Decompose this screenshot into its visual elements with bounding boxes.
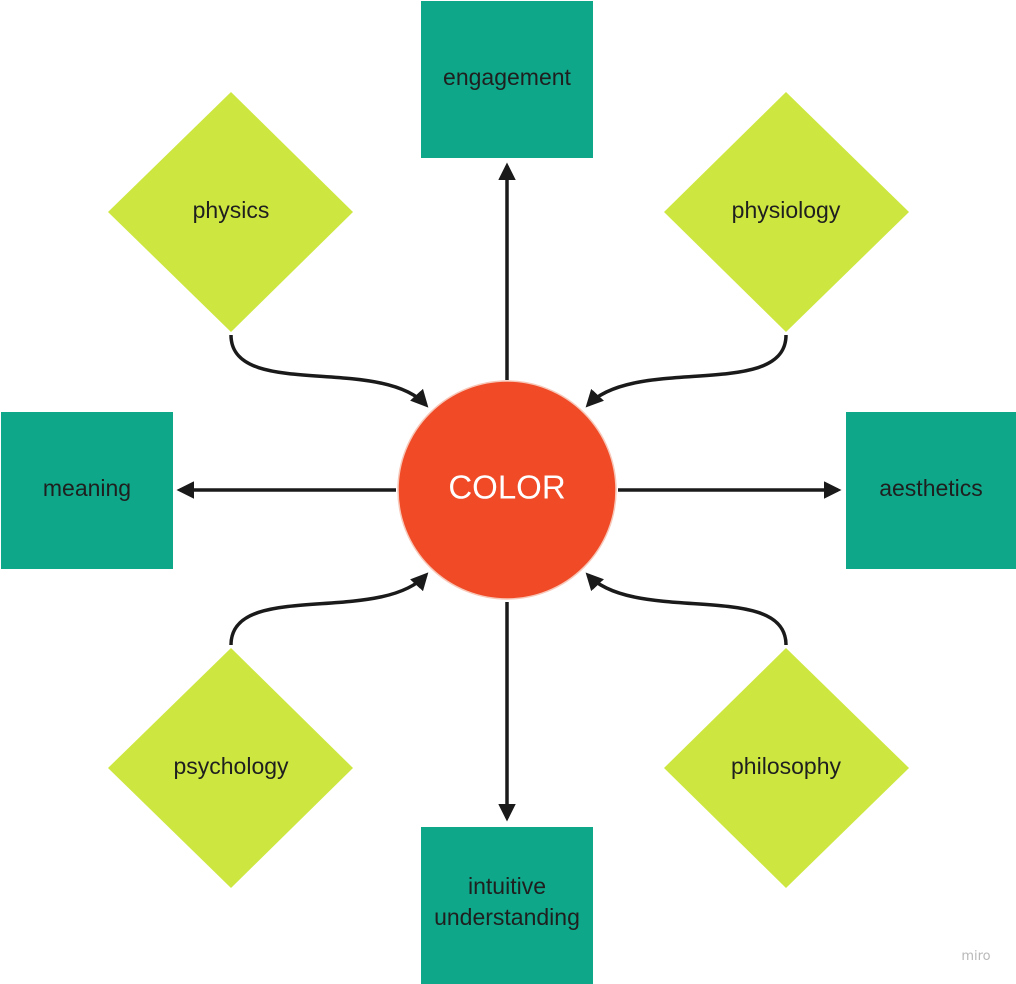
node-color-label: COLOR	[448, 469, 565, 506]
node-aesthetics-shape	[846, 412, 1016, 569]
node-engagement-shape	[421, 1, 593, 158]
node-meaning[interactable]: meaning	[1, 412, 173, 569]
edge-physiology-to-color	[585, 334, 788, 408]
edge-philosophy-to-color	[585, 572, 788, 646]
edge-physics-to-color	[229, 334, 429, 408]
node-intuitive-understanding-label-line2: understanding	[434, 904, 580, 930]
node-intuitive-understanding-label-line1: intuitive	[468, 873, 546, 899]
node-aesthetics-label: aesthetics	[879, 475, 983, 501]
node-philosophy-label: philosophy	[731, 753, 841, 779]
node-aesthetics[interactable]: aesthetics	[846, 412, 1016, 569]
node-meaning-shape	[1, 412, 173, 569]
node-intuitive-understanding-shape	[421, 827, 593, 984]
node-meaning-label: meaning	[43, 475, 131, 501]
node-physiology-shape	[664, 92, 909, 332]
node-color[interactable]: COLOR	[397, 380, 617, 600]
node-physiology[interactable]: physiology	[664, 92, 909, 332]
node-physics-label: physics	[193, 197, 270, 223]
node-intuitive-understanding[interactable]: intuitive understanding	[421, 827, 593, 984]
node-physics-shape	[108, 92, 353, 332]
edge-psychology-to-color	[229, 572, 429, 646]
node-physiology-label: physiology	[732, 197, 841, 223]
node-psychology-label: psychology	[173, 753, 289, 779]
node-engagement[interactable]: engagement	[421, 1, 593, 158]
node-physics[interactable]: physics	[108, 92, 353, 332]
miro-watermark: miro	[961, 949, 990, 964]
node-philosophy-shape	[664, 648, 909, 888]
node-engagement-label: engagement	[443, 64, 571, 90]
node-color-shape	[397, 380, 617, 600]
node-psychology-shape	[108, 648, 353, 888]
node-psychology[interactable]: psychology	[108, 648, 353, 888]
node-philosophy[interactable]: philosophy	[664, 648, 909, 888]
